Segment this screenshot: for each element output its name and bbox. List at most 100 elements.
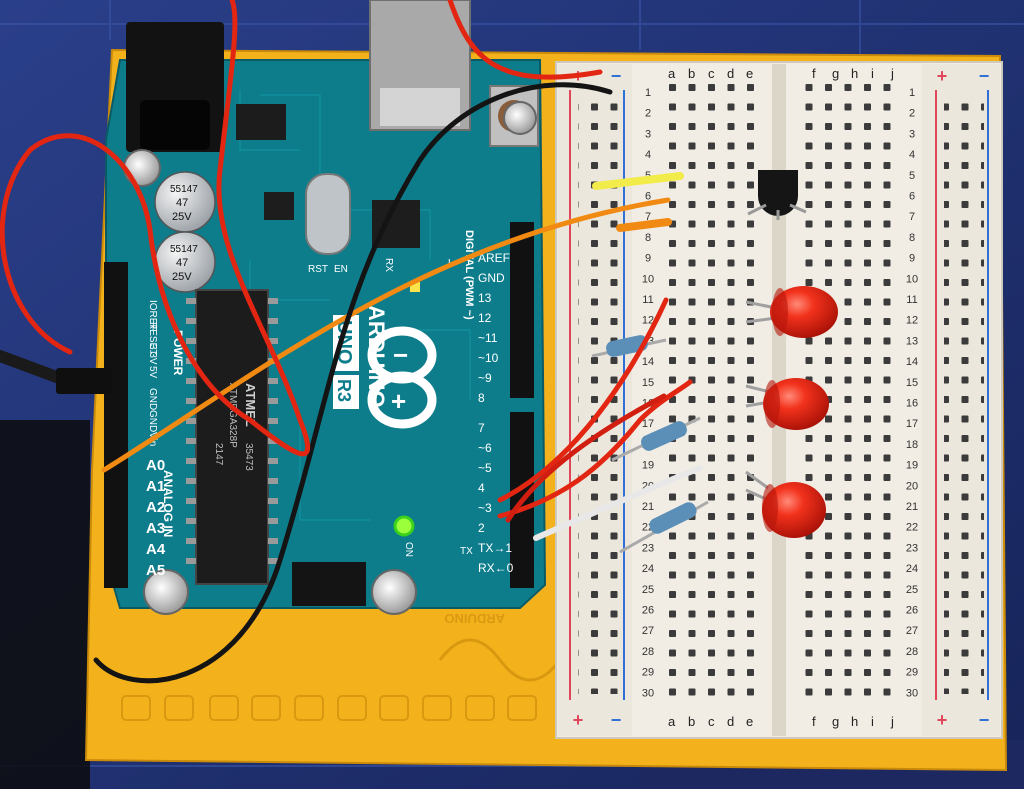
- breadboard-column-label: a: [668, 714, 676, 729]
- breadboard-row-number: 10: [906, 273, 918, 285]
- analog-pin-label: A2: [146, 499, 165, 516]
- capacitor-2: 55147 47 25V: [154, 231, 216, 293]
- breadboard-column-label: h: [851, 66, 858, 81]
- base-plate-embossed-text: ARDUINO: [444, 611, 505, 626]
- digital-pin-label: ~3: [478, 501, 492, 515]
- breadboard-row-number: 6: [909, 191, 915, 203]
- breadboard-row-number: 24: [642, 563, 654, 575]
- mounting-screw-3: [371, 569, 417, 615]
- wire-black: [93, 82, 613, 684]
- digital-pin-label: ~5: [478, 461, 492, 475]
- breadboard-column-label: e: [746, 714, 753, 729]
- capacitor-1-line2: 47: [176, 197, 188, 209]
- digital-header-top: [510, 222, 534, 398]
- breadboard-row-number: 14: [906, 356, 918, 368]
- capacitor-1-line3: 25V: [172, 211, 192, 223]
- breadboard-column-label: j: [890, 714, 894, 729]
- breadboard-column-label: f: [812, 714, 816, 729]
- digital-pin-label: GND: [478, 271, 505, 285]
- breadboard-row-number: 2: [909, 108, 915, 120]
- small-ic: [264, 192, 294, 220]
- right-rail-holes: [944, 96, 984, 694]
- wire-red-3: [505, 393, 667, 523]
- breadboard-row-number: 5: [909, 170, 915, 182]
- analog-pin-label: A5: [146, 562, 165, 579]
- breadboard-column-label: a: [668, 66, 676, 81]
- led-3: [762, 482, 826, 538]
- chip-marking-4: 2147: [213, 443, 224, 466]
- digital-pin-label: ~9: [478, 371, 492, 385]
- breadboard-row-number: 20: [906, 480, 918, 492]
- barrel-jack-opening: [140, 100, 210, 150]
- resistor-2: [611, 416, 701, 462]
- breadboard-row-number: 7: [645, 211, 651, 223]
- wire-red-big-loop: [0, 0, 311, 457]
- analog-header-title: ANALOG IN: [161, 470, 175, 537]
- digital-pin-label: ~11: [478, 331, 498, 345]
- breadboard-row-number: 13: [906, 335, 918, 347]
- label-rst: RST: [308, 264, 328, 275]
- wire-orange-short: [616, 218, 672, 232]
- jumper-connector-left: [56, 368, 112, 394]
- rail-plus-symbol: +: [937, 66, 948, 86]
- rail-plus-symbol: +: [937, 710, 948, 730]
- analog-pin-label: A1: [146, 478, 165, 495]
- capacitor-1-line1: 55147: [170, 184, 198, 195]
- breadboard-row-number: 8: [909, 232, 915, 244]
- breadboard-row-number: 28: [906, 646, 918, 658]
- breadboard-row-number: 7: [909, 211, 915, 223]
- power-pin-label: GND: [147, 410, 158, 432]
- breadboard-row-number: 9: [909, 253, 915, 265]
- wire-yellow: [592, 172, 684, 190]
- breadboard-row-number: 3: [645, 128, 651, 140]
- digital-pin-label: 13: [478, 291, 492, 305]
- breadboard-row-number: 21: [906, 501, 918, 513]
- breadboard-column-label: c: [708, 714, 715, 729]
- digital-pin-label: AREF: [478, 251, 510, 265]
- wire-red-top: [447, 0, 603, 80]
- power-pin-label: 3.3V: [147, 344, 158, 365]
- breadboard-row-number: 1: [909, 87, 915, 99]
- led-2: [763, 378, 829, 430]
- led-1: [770, 286, 838, 338]
- breadboard-column-label: f: [812, 66, 816, 81]
- breadboard-row-number: 26: [642, 605, 654, 617]
- analog-pin-label: A3: [146, 520, 165, 537]
- digital-title-group: DIGITAL (PWM ~): [463, 230, 475, 320]
- led-l-indicator: [410, 282, 420, 292]
- chip-marking-2: ATMEGA328P: [227, 383, 238, 448]
- breadboard-row-number: 15: [642, 377, 654, 389]
- breadboard-row-number: 27: [906, 625, 918, 637]
- analog-pin-label: A0: [146, 457, 165, 474]
- digital-pin-label: ~10: [478, 351, 499, 365]
- logo-minus: −: [393, 340, 408, 370]
- digital-pin-label: 8: [478, 391, 485, 405]
- breadboard-column-label: b: [688, 66, 695, 81]
- breadboard-column-label: b: [688, 714, 695, 729]
- breadboard-row-number: 29: [642, 667, 654, 679]
- atmega-chip: [195, 289, 269, 585]
- breadboard-row-number: 25: [906, 584, 918, 596]
- power-on-led: [393, 515, 415, 537]
- capacitor-2-line1: 55147: [170, 244, 198, 255]
- breadboard-row-number: 17: [642, 418, 654, 430]
- rail-minus-symbol: −: [611, 710, 622, 730]
- wire-red-1: [497, 297, 669, 503]
- breadboard-row-number: 11: [906, 294, 917, 306]
- terminal-holes-left: [660, 82, 758, 708]
- breadboard-row-number: 23: [906, 542, 918, 554]
- breadboard-row-number: 14: [642, 356, 654, 368]
- breadboard-row-number: 30: [906, 687, 918, 699]
- breadboard-row-number: 28: [642, 646, 654, 658]
- logo-plus: +: [391, 386, 406, 416]
- breadboard-row-number: 25: [642, 584, 654, 596]
- breadboard-column-label: i: [871, 714, 874, 729]
- breadboard-row-number: 17: [906, 418, 918, 430]
- breadboard-column-label: g: [832, 714, 839, 729]
- label-on: ON: [403, 542, 414, 557]
- breadboard-row-number: 21: [642, 501, 654, 513]
- digital-pin-label: 12: [478, 311, 492, 325]
